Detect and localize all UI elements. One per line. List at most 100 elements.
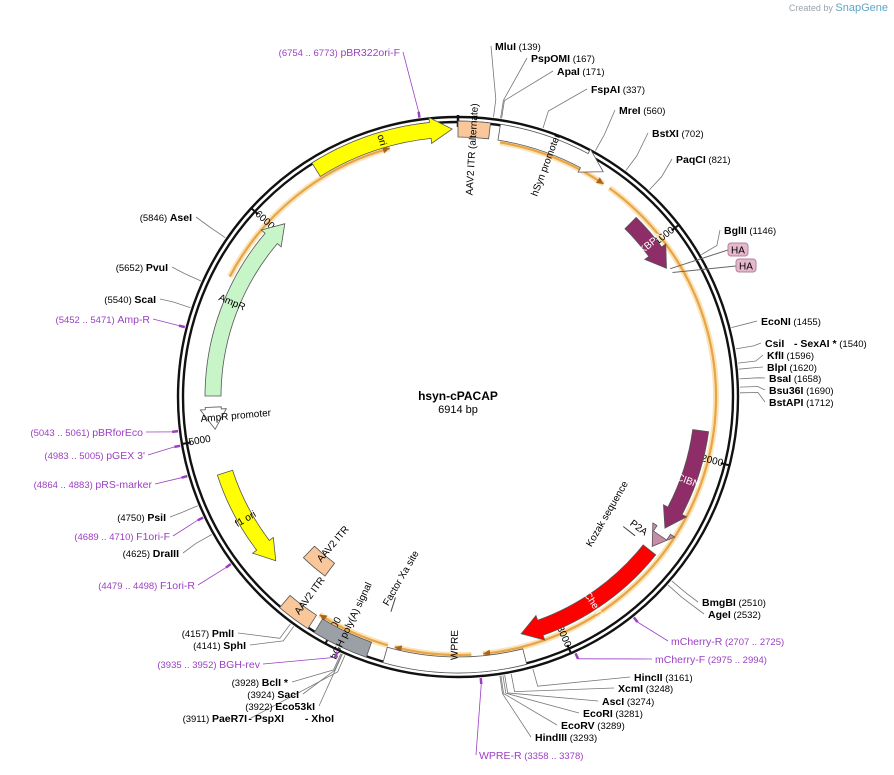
enzyme-position: (4750) [117,513,147,524]
enzyme-label: BstAPI (1712) [769,397,834,409]
enzyme-position: (3293) [567,733,597,744]
orange-arc-head [595,177,604,185]
enzyme-name: PspOMI [531,53,570,65]
primer-range: (2707 .. 2725) [722,637,784,648]
enzyme-position: (2532) [731,610,761,621]
primer-name: BGH-rev [219,659,261,671]
enzyme-position: (821) [706,155,731,166]
primer-name: pBR322ori-F [340,47,400,59]
enzyme-leader [250,655,346,719]
primer-label: (4689 .. 4710) F1ori-F [74,531,170,543]
enzyme-name: SphI [223,640,246,652]
scale-tick [720,462,731,467]
primer-mark [333,651,339,658]
enzyme-leader [701,229,721,255]
enzyme-position: (1540) [837,339,867,350]
enzyme-leader [249,626,295,646]
enzyme-leader [171,266,202,282]
primer-label: (4864 .. 4883) pRS-marker [34,479,153,491]
primer-range: (4479 .. 4498) [98,581,160,592]
primer-name: pRS-marker [95,479,152,491]
plasmid-length: 6914 bp [438,404,478,416]
primer-leader [475,684,482,756]
enzyme-leader [500,675,558,726]
enzyme-label: CsiI [765,338,784,350]
enzyme-position: (1690) [803,386,833,397]
enzyme-leader [667,584,705,615]
enzyme-label: AscI (3274) [602,696,654,708]
enzyme-name: FspAI [591,84,620,96]
feature-label: AAV2 ITR (alternate) [465,103,481,196]
enzyme-position: (167) [570,54,595,65]
enzyme-label: MreI (560) [619,105,665,117]
scale-tick [671,223,681,232]
scale-tick-label: 2000 [700,453,725,469]
scale-tick [180,441,192,446]
enzyme-leader [671,580,699,603]
feature-ampr-promoter [199,406,227,431]
enzyme-label: (4157) PmlI [182,628,234,640]
enzyme-name: CsiI [765,338,784,350]
enzyme-label: (5846) AseI [140,212,192,224]
scale-tick [249,206,259,215]
enzyme-name: EcoRI [583,708,613,720]
enzyme-leader [318,654,343,707]
primer-label: (6754 .. 6773) pBR322ori-F [279,47,400,59]
primer-label: mCherry-R (2707 .. 2725) [671,636,784,648]
primer-leader [152,318,180,327]
enzyme-label: - XhoI [305,713,334,725]
feature-mcherry [520,544,657,641]
orange-arc-glow [482,185,719,657]
enzyme-name: SacI [277,689,299,701]
enzyme-name: - XhoI [305,713,334,725]
enzyme-name: ApaI [557,66,580,78]
inner-label: Kozak sequence [584,479,631,549]
enzyme-position: (1620) [787,363,817,374]
feature-label: P2A [627,518,649,538]
enzyme-leader [237,623,291,639]
enzyme-label: HincII (3161) [634,672,693,684]
enzyme-name: BsaI [769,373,791,385]
plasmid-name: hsyn-cPACAP [418,389,498,403]
enzyme-label: - PspXI [248,713,284,725]
enzyme-label: (3928) BclI * [232,677,289,689]
enzyme-leader [738,366,764,370]
primer-range: (5452 .. 5471) [56,315,118,326]
primer-leader [637,621,669,642]
primer-mark [574,652,580,660]
feature-wpre [382,646,528,674]
enzyme-leader [731,320,758,328]
enzyme-position: (560) [641,106,666,117]
enzyme-position: (3281) [613,709,643,720]
enzyme-name: BglII [724,225,747,237]
feature-p2a [651,522,676,547]
enzyme-position: (3922) [245,702,275,713]
enzyme-leader [169,505,198,518]
primer-name: F1ori-R [160,580,195,592]
primer-name: F1ori-F [136,531,170,543]
enzyme-label: BmgBI (2510) [702,597,766,609]
enzyme-leader [159,298,191,309]
feature-aav2-itr-alternate- [457,120,491,140]
enzyme-name: PvuI [146,262,168,274]
enzyme-position: (3924) [247,690,277,701]
primer-mark [171,429,179,434]
enzyme-position: (171) [580,67,605,78]
enzyme-position: (1596) [784,351,814,362]
enzyme-position: (702) [679,129,704,140]
enzyme-name: AseI [170,212,192,224]
enzyme-name: EcoRV [561,720,595,732]
enzyme-leader [182,534,212,554]
enzyme-name: Eco53kI [275,701,315,713]
enzyme-leader [501,70,554,119]
primer-label: (3935 .. 3952) BGH-rev [157,659,260,671]
enzyme-name: AscI [602,696,624,708]
primer-name: WPRE-R [479,750,522,762]
enzyme-name: AgeI [708,609,731,621]
snapgene-watermark: Created by SnapGene [789,2,888,14]
primer-leader [402,51,419,112]
ha-tag-box [735,258,757,273]
enzyme-position: (5846) [140,213,170,224]
enzyme-leader [532,668,631,687]
primer-range: (6754 .. 6773) [279,48,341,59]
